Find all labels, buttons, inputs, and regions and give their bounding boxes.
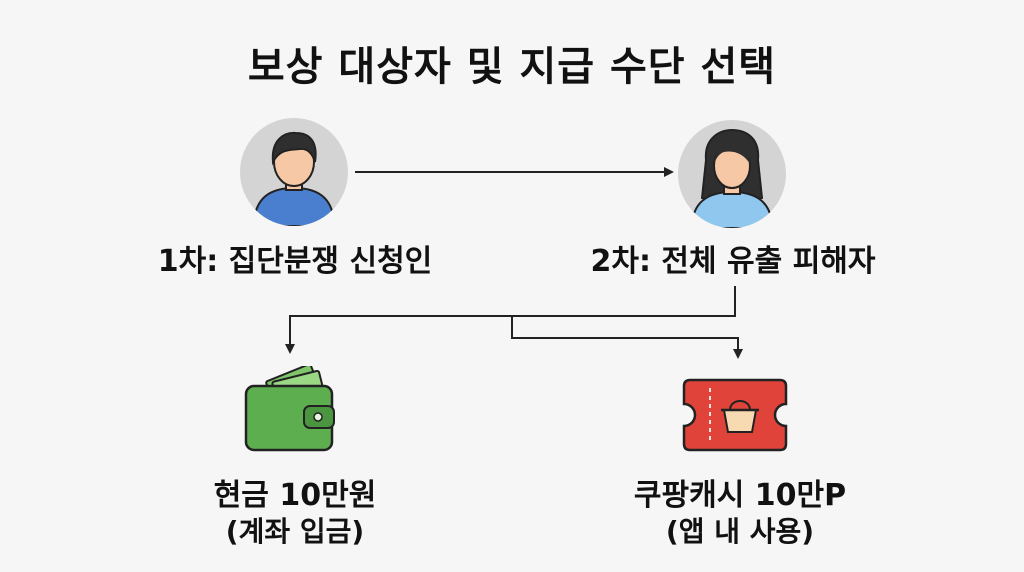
cash-payment-label: 현금 10만원 <box>213 478 377 513</box>
page-title: 보상 대상자 및 지급 수단 선택 <box>247 44 777 90</box>
connector-to-coupang-cash <box>511 316 743 359</box>
cash-payment-sublabel: (계좌 입금) <box>225 515 365 548</box>
recipient-1-label: 1차: 집단분쟁 신청인 <box>157 244 433 279</box>
man-avatar-icon <box>240 118 348 226</box>
coupang-cash-label: 쿠팡캐시 10만P <box>633 478 847 513</box>
wallet-icon <box>240 363 340 456</box>
coupon-ticket-icon <box>680 376 790 454</box>
recipient-2-label: 2차: 전체 유출 피해자 <box>590 244 876 279</box>
coupang-cash-sublabel: (앱 내 사용) <box>665 515 815 548</box>
woman-avatar-icon <box>678 120 786 228</box>
